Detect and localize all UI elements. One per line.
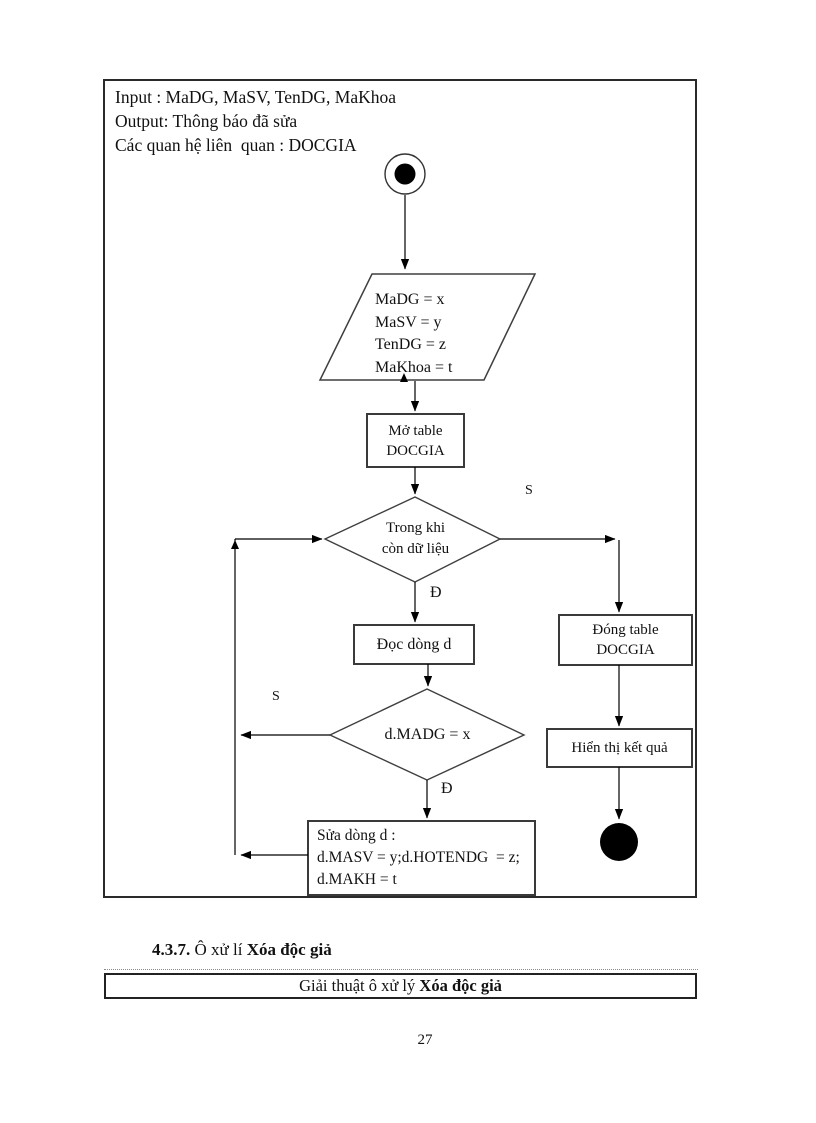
match-false-label: S [272,689,280,704]
read-row-shape [353,624,475,665]
loopback-arrowhead-up [400,373,408,382]
open-table-line2: DOCGIA [386,442,445,459]
end-node [600,823,638,861]
while-line1: Trong khi [385,520,446,536]
update-line: Sửa dòng d : [317,827,396,844]
while-diamond-node: Trong khi còn dữ liệu [345,517,486,561]
flowchart-frame: Input : MaDG, MaSV, TenDG, MaKhoa Output… [103,79,697,898]
match-diamond-node: d.MADG = x [357,723,498,747]
caption-bar: Giải thuật ô xử lý Xóa độc giả [104,973,697,999]
header-output-line: Output: Thông báo đã sửa [115,111,298,131]
flowchart-canvas [231,153,693,896]
close-table-line1: Đóng table [592,622,659,638]
open-table-line1: Mở table [388,422,443,439]
update-line: d.MAKH = t [317,871,397,888]
match-true-label: Đ [441,780,453,797]
assign-line: MaDG = x [375,291,445,308]
section-title-bold: Xóa độc giả [246,940,332,959]
while-true-label: Đ [430,584,442,601]
while-line2: còn dữ liệu [381,541,450,557]
while-false-label: S [525,483,533,498]
loop-arrowhead-up [231,540,239,549]
section-number: 4.3.7. [152,940,191,959]
show-result-shape [546,728,693,768]
read-row-text: Đọc dòng d [376,635,452,653]
open-table-node: Mở table DOCGIA [367,416,464,465]
section-title-regular: Ô xử lí [190,940,247,959]
update-row-node: Sửa dòng d : d.MASV = y;d.HOTENDG = z; d… [317,825,520,891]
show-result-text: Hiển thị kết quả [571,739,668,756]
assign-line: MaSV = y [375,313,442,331]
assign-line: MaKhoa = t [375,358,453,376]
match-condition-text: d.MADG = x [384,726,471,743]
section-heading: 4.3.7. Ô xử lí Xóa độc giả [152,940,332,960]
close-table-line2: DOCGIA [596,642,655,658]
show-result-node: Hiển thị kết quả [547,729,692,767]
assign-line: TenDG = z [375,336,446,353]
caption-regular: Giải thuật ô xử lý [299,976,420,995]
input-parallelogram-text: MaDG = x MaSV = y TenDG = z MaKhoa = t [375,289,452,379]
start-node-inner [394,163,416,185]
close-table-shape [558,614,693,666]
caption-top-rule [104,969,698,970]
caption-bold: Xóa độc giả [419,976,502,995]
flowchart-header: Input : MaDG, MaSV, TenDG, MaKhoa Output… [115,85,396,157]
read-row-node: Đọc dòng d [354,625,474,664]
start-node-outer [384,153,426,195]
input-parallelogram-shape [318,273,537,381]
update-line: d.MASV = y;d.HOTENDG = z; [317,849,520,866]
header-relations-line: Các quan hệ liên quan : DOCGIA [115,135,357,155]
update-row-shape [307,820,536,896]
page-number: 27 [417,1032,433,1048]
close-table-node: Đóng table DOCGIA [559,617,692,663]
header-input-line: Input : MaDG, MaSV, TenDG, MaKhoa [115,87,397,107]
